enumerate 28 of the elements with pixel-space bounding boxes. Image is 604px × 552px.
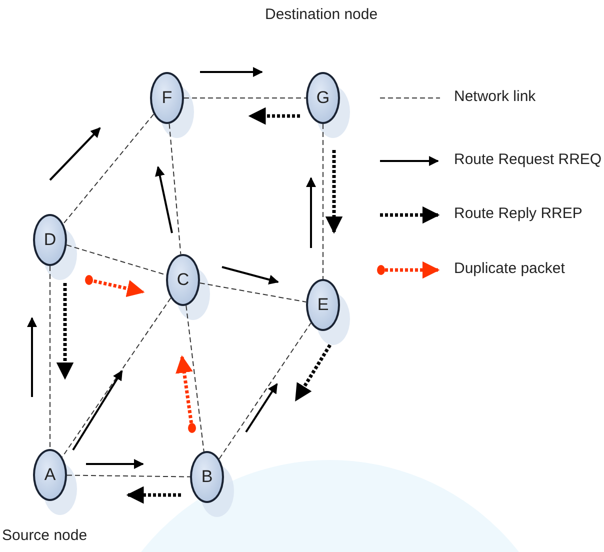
network-node xyxy=(33,214,67,266)
network-link xyxy=(62,298,172,458)
network-node xyxy=(190,451,224,503)
node-label: A xyxy=(44,465,56,485)
network-link xyxy=(322,124,324,280)
legend-label: Duplicate packet xyxy=(454,260,565,277)
node-label: E xyxy=(317,295,329,315)
network-node xyxy=(306,72,340,124)
network-link xyxy=(218,322,312,460)
node-label: F xyxy=(162,88,172,108)
network-node xyxy=(150,72,184,124)
network-link xyxy=(66,474,190,478)
node-label: G xyxy=(316,88,330,108)
legend-label: Network link xyxy=(454,88,536,105)
network-link xyxy=(199,282,307,302)
node-caption: Destination node xyxy=(265,6,378,23)
network-node xyxy=(166,254,200,306)
network-link xyxy=(62,114,154,224)
node-label: D xyxy=(44,230,56,250)
node-caption: Source node xyxy=(2,527,88,544)
network-link xyxy=(186,305,204,452)
network-node xyxy=(33,449,67,501)
network-link xyxy=(168,123,182,255)
legend-label: Route Reply RREP xyxy=(454,205,582,222)
network-node xyxy=(306,279,340,331)
node-label: C xyxy=(176,270,190,290)
legend-label: Route Request RREQ xyxy=(454,151,602,168)
node-label: B xyxy=(201,467,213,487)
